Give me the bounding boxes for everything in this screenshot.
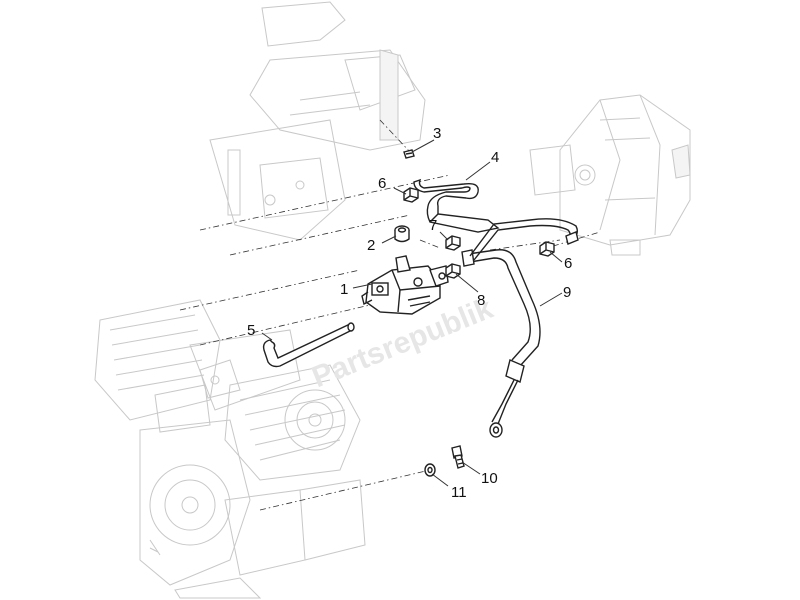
callout-5: 5 bbox=[247, 322, 255, 339]
callout-6a: 6 bbox=[378, 175, 386, 192]
part-7-fitting bbox=[445, 235, 461, 251]
callout-1: 1 bbox=[340, 281, 348, 298]
callout-2: 2 bbox=[367, 237, 375, 254]
callout-6b: 6 bbox=[564, 255, 572, 272]
part-6a-nut bbox=[403, 187, 419, 203]
leader-lines bbox=[261, 139, 563, 487]
part-5-left-pipe bbox=[262, 322, 355, 368]
part-2-cap bbox=[394, 225, 410, 243]
callout-9: 9 bbox=[563, 284, 571, 301]
frame-ghost bbox=[209, 1, 426, 241]
callout-3: 3 bbox=[433, 125, 441, 142]
part-9-long-hose bbox=[461, 218, 579, 438]
engine-ghost bbox=[94, 299, 366, 599]
part-10-bolt bbox=[451, 445, 465, 469]
part-4-upper-hose bbox=[413, 178, 500, 233]
callout-10: 10 bbox=[481, 470, 498, 487]
part-1-valve-body bbox=[361, 255, 449, 315]
callout-8: 8 bbox=[477, 292, 485, 309]
callout-11: 11 bbox=[451, 484, 467, 501]
part-3-screw bbox=[403, 149, 415, 159]
gearbox-ghost bbox=[529, 94, 691, 256]
callout-4: 4 bbox=[491, 149, 499, 166]
callout-7: 7 bbox=[429, 217, 437, 234]
part-11-washer bbox=[424, 463, 436, 477]
callout-labels: 3 4 6 2 7 1 5 8 6 9 10 11 bbox=[247, 125, 572, 501]
